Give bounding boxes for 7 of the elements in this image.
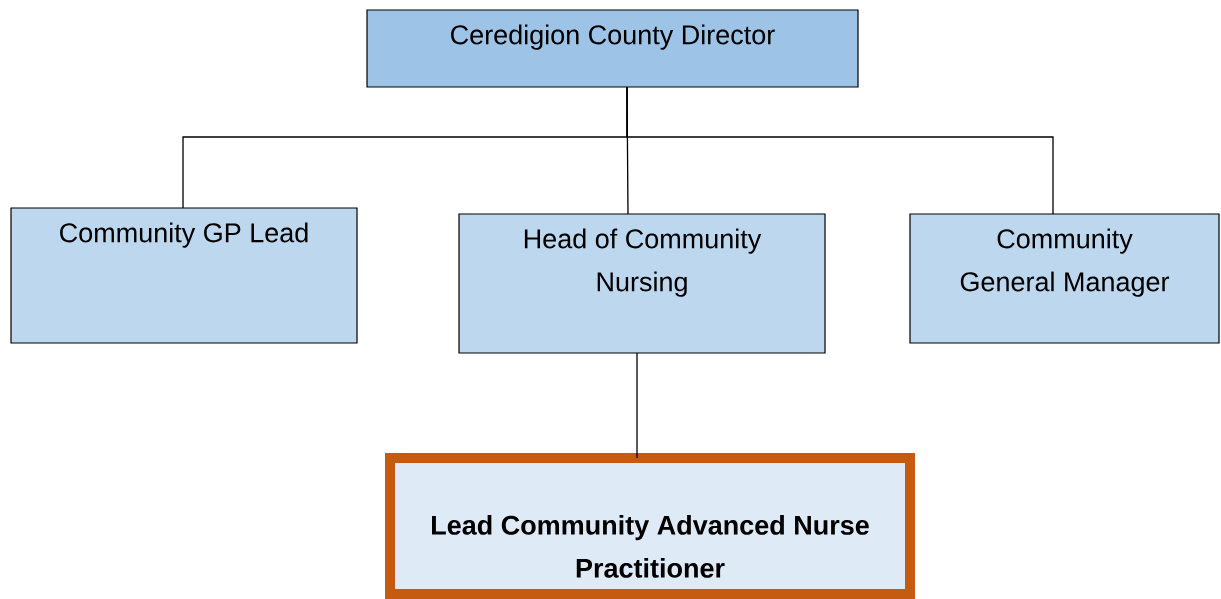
highlighted-role-box: Lead Community Advanced Nurse Practitioner [385,453,915,599]
role-box: Community GP Lead [10,207,358,344]
connector-line [626,86,1054,215]
role-box: Community General Manager [909,213,1220,344]
role-box: Ceredigion County Director [366,9,859,88]
role-box: Head of Community Nursing [458,213,826,354]
connector-line [636,352,638,459]
